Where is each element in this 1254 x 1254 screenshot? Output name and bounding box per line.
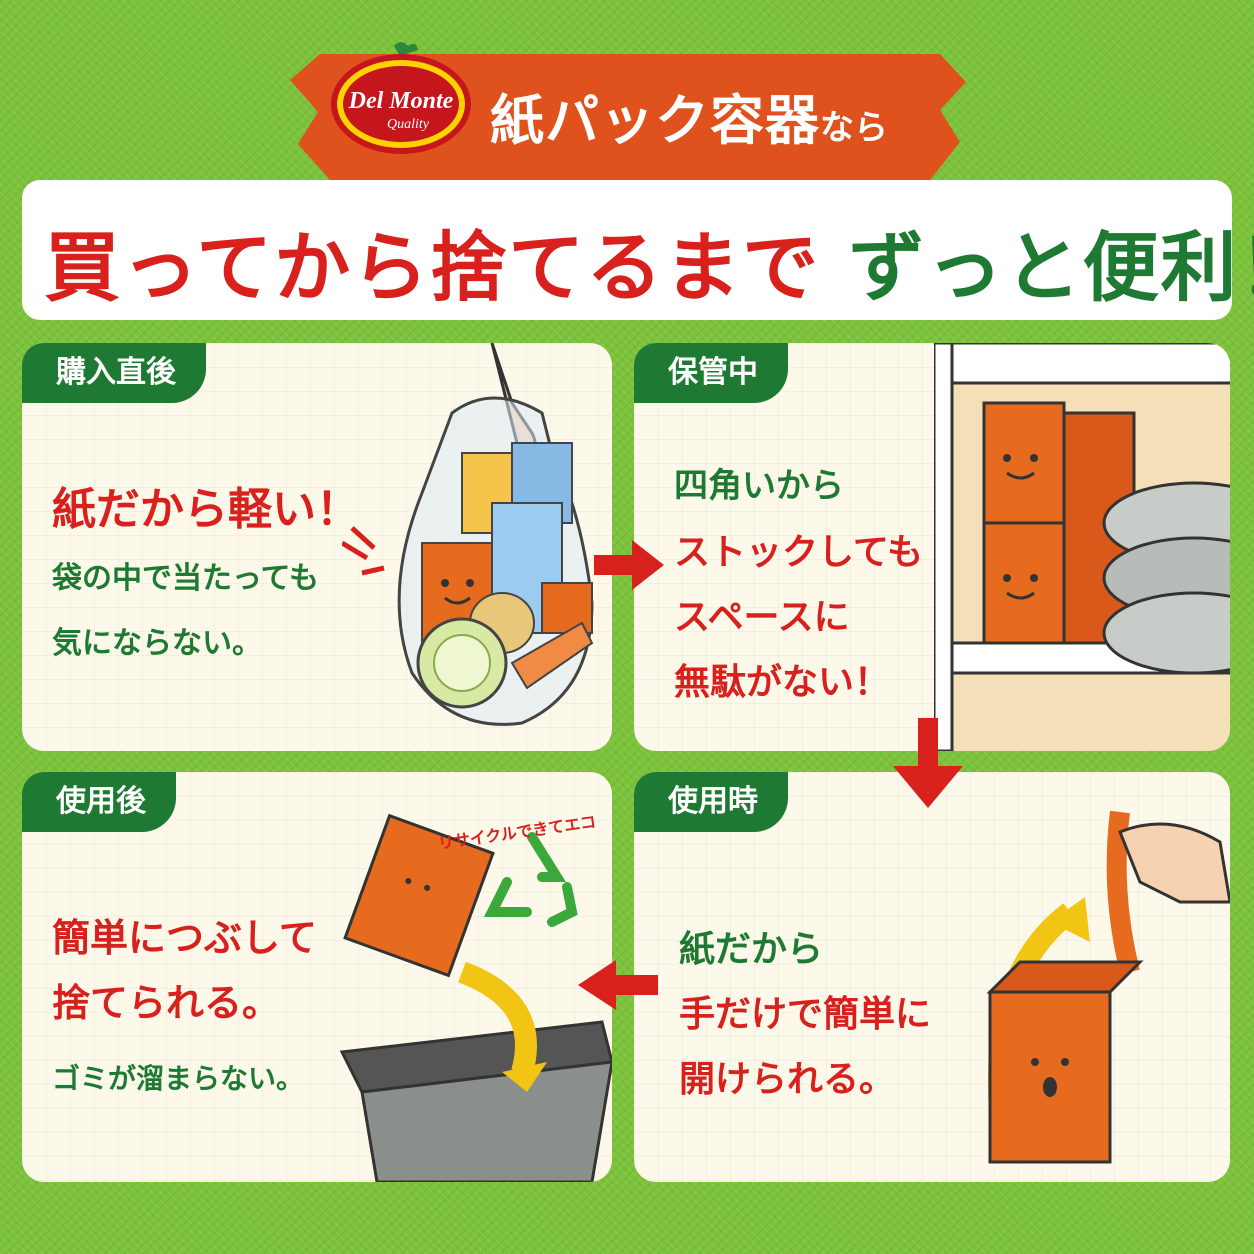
carton-opening-illustration [986, 810, 1230, 1164]
panel-after-use: 使用後 簡単につぶして 捨てられる。 ゴミが溜まらない。 リサイクルできてエコ [22, 772, 612, 1182]
recycle-label: リサイクルできてエコ [437, 812, 597, 852]
arrow-right-icon [594, 540, 664, 590]
panel-storage: 保管中 四角いから ストックしても スペースに 無駄がない！ [634, 343, 1230, 751]
headline: 買ってから捨てるまで ずっと便利！ [44, 206, 1254, 316]
panel-text-3: スペースに [674, 597, 850, 638]
recycle-icon [483, 832, 578, 927]
recycle-label-badge: リサイクルできてエコ [437, 812, 597, 852]
panel-sub-text: ゴミが溜まらない。 [52, 1062, 305, 1095]
panel-main-text: 紙だから軽い！ [52, 484, 360, 535]
panel-tag: 購入直後 [22, 343, 206, 403]
trash-can-illustration [339, 813, 612, 1182]
panel-text-1: 紙だから [679, 929, 824, 970]
banner-title-main: 紙パック容器 [490, 89, 820, 152]
panel-during-use: 使用時 紙だから 手だけで簡単に 開けられる。 [634, 772, 1230, 1182]
panel-text-2: 手だけで簡単に [679, 994, 932, 1035]
banner-title-suffix: なら [820, 108, 888, 148]
banner-title: 紙パック容器なら [490, 76, 888, 156]
panel-tag: 保管中 [634, 343, 788, 403]
panel-text-2: 捨てられる。 [52, 981, 281, 1025]
shelf-illustration [934, 343, 1230, 751]
headline-box [22, 180, 1232, 320]
panel-text-1: 四角いから [674, 466, 844, 506]
arrow-down-icon [893, 718, 963, 808]
headline-green: ずっと便利！ [848, 223, 1254, 312]
panel-sub-text-2: 気にならない。 [52, 626, 262, 661]
panel-text-1: 簡単につぶして [52, 916, 317, 960]
panel-tag: 使用時 [634, 772, 788, 832]
del-monte-logo: Del Monte Quality [328, 38, 474, 158]
panel-tag: 使用後 [22, 772, 176, 832]
panel-purchase: 購入直後 紙だから軽い！ 袋の中で当たっても 気にならない。 [22, 343, 612, 751]
headline-red: 買ってから捨てるまで [44, 223, 821, 312]
panel-text-2: ストックしても [674, 532, 924, 573]
logo-subtext: Quality [387, 117, 430, 132]
shopping-bag-illustration [342, 343, 594, 726]
arrow-left-icon [578, 960, 658, 1010]
panel-sub-text-1: 袋の中で当たっても [52, 561, 319, 596]
panel-text-3: 開けられる。 [679, 1059, 896, 1100]
logo-text: Del Monte [348, 88, 454, 114]
panel-text-4: 無駄がない！ [674, 662, 891, 703]
